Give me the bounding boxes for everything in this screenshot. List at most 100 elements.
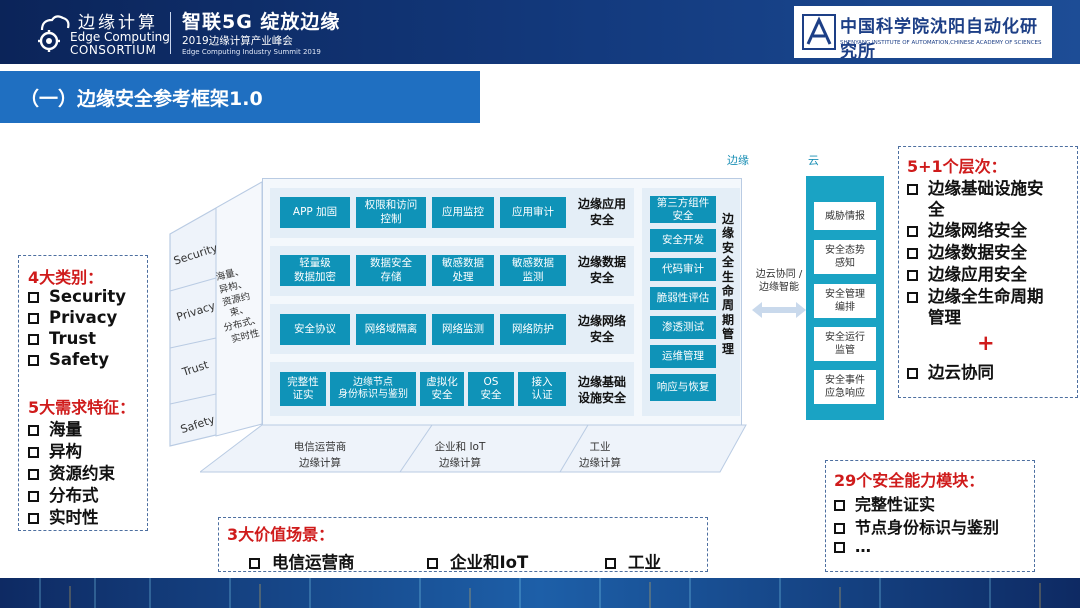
partner-logo: 中国科学院沈阳自动化研究所 SHENYANG INSTITUTE OF AUTO… <box>794 6 1052 62</box>
partner-name: 中国科学院沈阳自动化研究所 <box>840 17 1038 62</box>
feature-item: 实时性 <box>28 504 99 528</box>
cell-network-protection: 网络防护 <box>500 314 566 345</box>
checkbox-icon <box>907 368 918 379</box>
header-banner: 边缘计算 Edge Computing CONSORTIUM 智联5G 绽放边缘… <box>0 0 1080 64</box>
cloud-cell-orchestration: 安全管理 编排 <box>814 284 876 318</box>
base-label-industrial: 工业 边缘计算 <box>579 441 621 469</box>
module-item: 节点身份标识与鉴别 <box>834 514 999 538</box>
modules-heading: 29个安全能力模块： <box>834 471 985 490</box>
row-label-app-security: 边缘应用 安全 <box>577 197 626 228</box>
row-label-network-security: 边缘网络 安全 <box>577 314 626 345</box>
header-divider <box>170 12 171 54</box>
row-label-data-security: 边缘数据 安全 <box>577 255 626 286</box>
checkbox-icon <box>28 425 39 436</box>
brand-english-line1: Edge Computing <box>70 30 170 44</box>
checkbox-icon <box>907 226 918 237</box>
checkbox-icon <box>28 313 39 324</box>
cell-sensitive-monitoring: 敏感数据 监测 <box>500 255 566 286</box>
cloud-cell-situation-awareness: 安全态势 感知 <box>814 240 876 274</box>
layer-item: 边缘应用安全 <box>907 261 1027 285</box>
cell-secure-storage: 数据安全 存储 <box>356 255 426 286</box>
value-item: 企业和IoT <box>427 549 528 573</box>
value-item: 工业 <box>605 549 661 573</box>
lc-cell-third-party: 第三方组件 安全 <box>650 196 716 223</box>
base-label-telecom: 电信运营商 边缘计算 <box>293 441 347 469</box>
lc-cell-response-recovery: 响应与恢复 <box>650 374 716 401</box>
module-item: 完整性证实 <box>834 491 935 515</box>
cloud-cell-threat-intel: 威胁情报 <box>814 202 876 230</box>
brand-name: 边缘计算 <box>78 13 158 33</box>
cell-lightweight-encryption: 轻量级 数据加密 <box>280 255 350 286</box>
categories-features-box: 4大类别： Security Privacy Trust Safety 5大需求… <box>18 255 148 531</box>
cell-os-security: OS 安全 <box>468 372 514 406</box>
cloud-label: 云 <box>808 154 819 167</box>
layer-item-extra: 边云协同 <box>907 359 994 383</box>
plus-sign: + <box>977 331 995 355</box>
cell-app-monitoring: 应用监控 <box>432 197 494 228</box>
checkbox-icon <box>28 355 39 366</box>
layer-item: 边缘数据安全 <box>907 239 1027 263</box>
cell-access-control: 权限和访问 控制 <box>356 197 426 228</box>
feature-item: 分布式 <box>28 482 99 506</box>
summit-english: Edge Computing Industry Summit 2019 <box>182 48 321 56</box>
value-item: 电信运营商 <box>249 549 355 573</box>
double-arrow-icon <box>752 302 806 318</box>
category-item: Security <box>28 287 126 306</box>
footer-decorative-band <box>0 578 1080 608</box>
edge-label: 边缘 <box>727 154 749 167</box>
layers-heading: 5+1个层次： <box>907 157 1007 176</box>
checkbox-icon <box>28 491 39 502</box>
checkbox-icon <box>28 292 39 303</box>
checkbox-icon <box>834 500 845 511</box>
partner-english: SHENYANG INSTITUTE OF AUTOMATION,CHINESE… <box>840 40 1042 46</box>
lc-cell-secure-dev: 安全开发 <box>650 229 716 252</box>
cloud-cell-incident-response: 安全事件 应急响应 <box>814 370 876 404</box>
section-title-bar: （一）边缘安全参考框架1.0 <box>0 71 480 123</box>
value-scenarios-box: 3大价值场景： 电信运营商 企业和IoT 工业 <box>218 517 708 572</box>
layer-item: 边缘网络安全 <box>907 217 1027 241</box>
lc-cell-vuln-assessment: 脆弱性评估 <box>650 287 716 310</box>
checkbox-icon <box>28 447 39 458</box>
layer-item-continued: 管理 <box>928 308 961 327</box>
checkbox-icon <box>907 270 918 281</box>
feature-item: 海量 <box>28 416 82 440</box>
cell-app-audit: 应用审计 <box>500 197 566 228</box>
features-heading: 5大需求特征： <box>28 398 136 417</box>
base-label-enterprise-iot: 企业和 IoT 边缘计算 <box>434 441 486 469</box>
layer-item: 边缘基础设施安 <box>907 175 1044 199</box>
layer-item-continued: 全 <box>928 200 945 219</box>
cloud-cell-operation-supervision: 安全运行 监管 <box>814 327 876 361</box>
cell-node-identity: 边缘节点 身份标识与鉴别 <box>330 372 416 406</box>
lc-cell-code-audit: 代码审计 <box>650 258 716 281</box>
row-label-infrastructure-security: 边缘基础 设施安全 <box>577 375 626 406</box>
category-item: Safety <box>28 350 109 369</box>
category-item: Trust <box>28 329 96 348</box>
checkbox-icon <box>834 542 845 553</box>
checkbox-icon <box>907 184 918 195</box>
summit-title: 智联5G 绽放边缘 <box>182 11 341 33</box>
category-item: Privacy <box>28 308 117 327</box>
summit-subtitle: 2019边缘计算产业峰会 <box>182 35 293 47</box>
cas-emblem-icon <box>802 14 836 50</box>
lifecycle-vertical-label: 边缘安全生命周期管理 <box>721 212 734 356</box>
cell-access-authentication: 接入 认证 <box>518 372 566 406</box>
categories-heading: 4大类别： <box>28 268 104 287</box>
layers-box: 5+1个层次： 边缘基础设施安 全 边缘网络安全 边缘数据安全 边缘应用安全 边… <box>898 146 1078 398</box>
edge-cloud-collab-label: 边云协同 / 边缘智能 <box>755 269 803 293</box>
brand-english-line2: CONSORTIUM <box>70 43 157 57</box>
section-title: （一）边缘安全参考框架1.0 <box>20 88 263 110</box>
checkbox-icon <box>605 558 616 569</box>
checkbox-icon <box>907 248 918 259</box>
checkbox-icon <box>28 469 39 480</box>
feature-item: 资源约束 <box>28 460 115 484</box>
checkbox-icon <box>834 523 845 534</box>
value-heading: 3大价值场景： <box>227 525 335 544</box>
lc-cell-pentest: 渗透测试 <box>650 316 716 339</box>
modules-box: 29个安全能力模块： 完整性证实 节点身份标识与鉴别 … <box>825 460 1035 572</box>
module-item: … <box>834 537 871 556</box>
cell-integrity-attestation: 完整性 证实 <box>280 372 326 406</box>
framework-base-panel <box>200 424 747 473</box>
cell-virtualization-security: 虚拟化 安全 <box>420 372 464 406</box>
cell-network-monitoring: 网络监测 <box>432 314 494 345</box>
checkbox-icon <box>28 334 39 345</box>
